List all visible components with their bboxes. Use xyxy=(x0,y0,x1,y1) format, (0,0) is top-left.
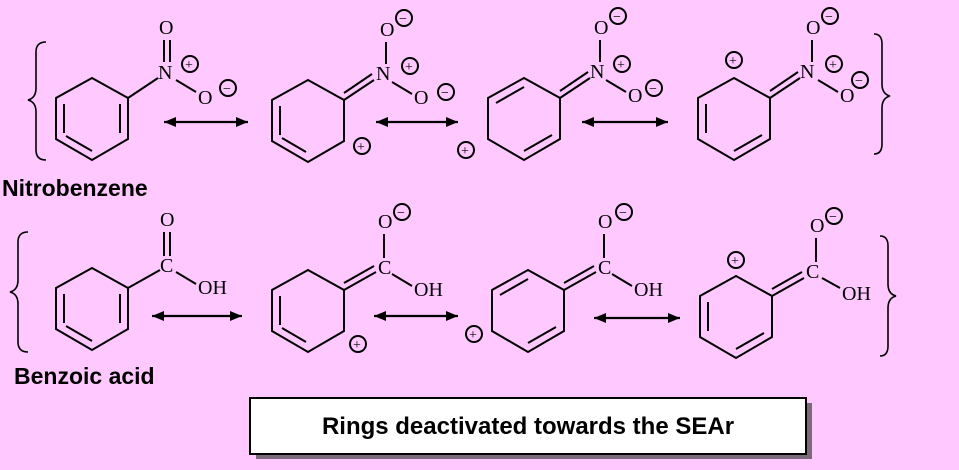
atom-o: O xyxy=(594,17,608,39)
nitrobenzene-structure-3: O N O − + − xyxy=(487,7,663,162)
right-brace xyxy=(873,33,891,155)
nitrobenzene-resonance-row: O N O + − O N O − + − xyxy=(2,7,891,201)
right-brace xyxy=(879,235,897,357)
charge-minus: − xyxy=(829,210,837,225)
atom-o: O xyxy=(810,215,824,237)
nitrobenzene-structure-2: O N O − + − + xyxy=(271,9,455,164)
benzoic-acid-structure-1: O C OH xyxy=(55,209,227,352)
atom-oh: OH xyxy=(634,279,663,301)
atom-o: O xyxy=(598,211,612,233)
charge-minus: − xyxy=(441,86,449,101)
left-brace xyxy=(27,41,47,161)
atom-o: O xyxy=(628,85,642,107)
atom-c: C xyxy=(378,257,391,279)
atom-o: O xyxy=(840,85,854,107)
charge-plus: + xyxy=(353,338,361,353)
left-brace xyxy=(9,231,29,353)
nitrobenzene-structure-1: O N O + − xyxy=(55,17,237,162)
atom-oh: OH xyxy=(414,279,443,301)
atom-n: N xyxy=(590,61,604,83)
atom-o: O xyxy=(380,19,394,41)
charge-plus: + xyxy=(829,58,837,73)
benzoic-acid-structure-3: O C OH − xyxy=(491,203,663,354)
charge-minus: − xyxy=(399,12,407,27)
charge-plus: + xyxy=(617,58,625,73)
charge-plus: + xyxy=(469,328,477,343)
caption-text: Rings deactivated towards the SEAr xyxy=(322,413,734,440)
charge-plus: + xyxy=(729,54,737,69)
atom-n: N xyxy=(376,63,390,85)
nitrobenzene-structure-4: O N O − + − + xyxy=(697,7,869,162)
atom-c: C xyxy=(598,257,611,279)
benzoic-acid-structure-2: O C OH − + xyxy=(271,203,443,354)
compound-label-benzoic-acid: Benzoic acid xyxy=(14,363,155,389)
charge-minus: − xyxy=(825,10,833,25)
atom-n: N xyxy=(158,62,172,84)
benzoic-acid-structure-4: O C OH − + xyxy=(699,207,871,360)
charge-plus: + xyxy=(405,60,413,75)
charge-minus: − xyxy=(397,206,405,221)
atom-oh: OH xyxy=(842,283,871,305)
atom-o: O xyxy=(159,17,173,39)
charge-minus: − xyxy=(619,206,627,221)
charge-plus: + xyxy=(461,144,469,159)
atom-c: C xyxy=(160,255,173,277)
atom-oh: OH xyxy=(198,277,227,299)
atom-o: O xyxy=(806,17,820,39)
atom-o: O xyxy=(198,87,212,109)
atom-o: O xyxy=(160,209,174,231)
atom-c: C xyxy=(806,261,819,283)
atom-o: O xyxy=(414,87,428,109)
charge-plus: + xyxy=(185,58,193,73)
caption-box: Rings deactivated towards the SEAr xyxy=(249,397,812,459)
compound-label-nitrobenzene: Nitrobenzene xyxy=(2,175,148,201)
atom-n: N xyxy=(800,61,814,83)
charge-minus: − xyxy=(613,10,621,25)
charge-plus: + xyxy=(731,254,739,269)
charge-minus: − xyxy=(223,82,231,97)
atom-o: O xyxy=(378,211,392,233)
charge-minus: − xyxy=(649,82,657,97)
charge-minus: − xyxy=(855,74,863,89)
charge-plus: + xyxy=(357,140,365,155)
benzoic-acid-resonance-row: O C OH O C OH − + + xyxy=(9,203,897,389)
